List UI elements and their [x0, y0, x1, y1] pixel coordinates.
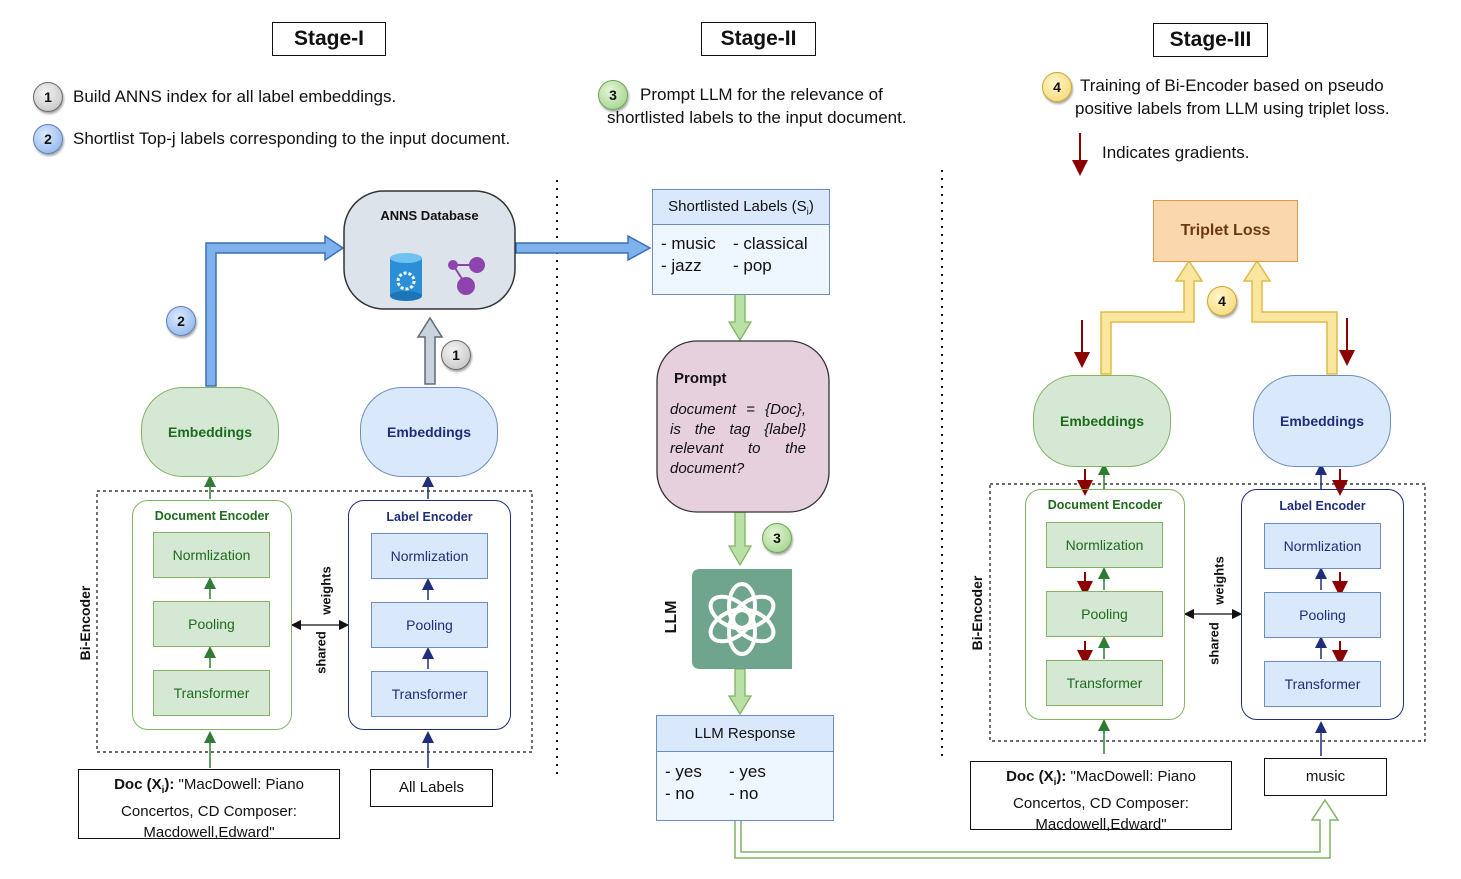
doc-embeddings-1: Embeddings [141, 387, 279, 477]
bi-encoder-frame-1 [96, 490, 533, 753]
input-document-box-1: Doc (Xi): "MacDowell: Piano Concertos, C… [78, 769, 340, 841]
step-2-badge: 2 [33, 124, 63, 154]
doc-line-2: Concertos, CD Composer: [121, 803, 297, 820]
doc-line-1-3: "MacDowell: Piano [1066, 768, 1196, 785]
doc-sub: i [161, 785, 165, 796]
response-1: - yes [665, 762, 702, 781]
label-transformer-layer: Transformer [371, 671, 488, 717]
stage-3-title: Stage-III [1153, 23, 1268, 57]
prompt-body: document = {Doc}, is the tag {label} rel… [670, 401, 806, 477]
index-arrow [416, 316, 444, 385]
label-pool-layer-3: Pooling [1264, 592, 1381, 638]
gradient-legend-text: Indicates gradients. [1102, 143, 1250, 162]
doc-sub-3: i [1053, 777, 1057, 788]
database-icon [390, 253, 422, 301]
llm-label: LLM [663, 600, 680, 634]
doc-pool-layer: Pooling [153, 601, 270, 647]
llm-logo-icon [692, 569, 792, 669]
label-embeddings-1: Embeddings [360, 387, 498, 477]
step-1-text: Build ANNS index for all label embedding… [73, 87, 397, 106]
step-3-diagram-badge: 3 [762, 523, 792, 553]
anns-database-shape [343, 190, 516, 310]
step-4-badge: 4 [1042, 72, 1072, 102]
graph-icon [448, 257, 485, 295]
doc-line-2-3: Concertos, CD Composer: [1013, 795, 1189, 812]
step-2-diagram-badge: 2 [166, 306, 196, 336]
arrow-llm-response [727, 668, 753, 716]
arrow-shortlist-prompt [727, 293, 753, 342]
label-encoder-3: Label Encoder [1241, 489, 1404, 720]
document-encoder-3: Document Encoder [1025, 489, 1185, 720]
triplet-arrow-left [1100, 259, 1204, 375]
doc-norm-layer-3: Normlization [1046, 522, 1163, 568]
doc-key2-3: ): [1056, 768, 1067, 785]
weights-label-3: weights [1211, 556, 1227, 605]
llm-response-header: LLM Response [657, 716, 833, 752]
shared-label-1: shared [313, 631, 329, 674]
prompt-title: Prompt [674, 370, 727, 387]
label-classical: - classical [733, 234, 808, 253]
weights-label-1: weights [318, 566, 334, 615]
shortlisted-labels-box: Shortlisted Labels (Si) - music - classi… [652, 189, 830, 295]
music-label-box: music [1264, 758, 1387, 796]
document-encoder-title-3: Document Encoder [1047, 498, 1163, 512]
arrow-prompt-llm [727, 511, 753, 567]
stage-1-title: Stage-I [272, 22, 386, 56]
doc-key2: ): [164, 776, 175, 793]
step-1-diagram-badge: 1 [441, 340, 471, 370]
bi-encoder-frame-3 [989, 483, 1426, 742]
label-pop: - pop [733, 256, 772, 275]
shared-label-3: shared [1206, 622, 1222, 665]
label-music: - music [661, 234, 716, 253]
all-labels-box: All Labels [370, 769, 493, 807]
label-norm-layer: Normlization [371, 533, 488, 579]
shortlisted-labels-header: Shortlisted Labels (Si) [653, 190, 829, 225]
shortlist-arrow [205, 234, 345, 387]
doc-embeddings-3: Embeddings [1033, 375, 1171, 467]
label-embeddings-3: Embeddings [1253, 375, 1391, 467]
bi-encoder-label-1: Bi-Encoder [77, 585, 93, 661]
label-encoder-title-3: Label Encoder [1279, 499, 1366, 513]
anns-database-label: ANNS Database [380, 208, 479, 223]
step-4-text-a: Training of Bi-Encoder based on pseudo [1080, 76, 1384, 95]
step-3-text-b: shortlisted labels to the input document… [607, 108, 907, 127]
bi-encoder-label-3: Bi-Encoder [969, 575, 985, 651]
document-encoder-1: Document Encoder [132, 500, 292, 730]
input-document-box-3: Doc (Xi): "MacDowell: Piano Concertos, C… [970, 761, 1232, 833]
step-3-badge: 3 [598, 80, 628, 110]
doc-pool-layer-3: Pooling [1046, 591, 1163, 637]
step-4-text-b: positive labels from LLM using triplet l… [1075, 99, 1390, 118]
doc-key: Doc (X [114, 776, 162, 793]
label-encoder-title: Label Encoder [386, 510, 473, 524]
step-3-text-a: Prompt LLM for the relevance of [640, 85, 883, 104]
prompt-shape [656, 340, 830, 513]
label-encoder-1: Label Encoder [348, 500, 511, 730]
label-transformer-layer-3: Transformer [1264, 661, 1381, 707]
stage-2-title: Stage-II [701, 22, 816, 56]
doc-transformer-layer-3: Transformer [1046, 660, 1163, 706]
doc-line-3-3: Macdowell,Edward" [1035, 816, 1167, 833]
step-1-badge: 1 [33, 82, 63, 112]
doc-key-3: Doc (X [1006, 768, 1054, 785]
triplet-loss-box: Triplet Loss [1153, 200, 1298, 262]
response-3: - no [665, 784, 695, 803]
document-encoder-title: Document Encoder [154, 509, 270, 523]
doc-line-3: Macdowell,Edward" [143, 824, 275, 841]
label-norm-layer-3: Normlization [1264, 523, 1381, 569]
doc-line-1: "MacDowell: Piano [174, 776, 304, 793]
step-2-text: Shortlist Top-j labels corresponding to … [73, 129, 511, 148]
step-4-diagram-badge: 4 [1207, 286, 1237, 316]
response-4: - no [729, 784, 759, 803]
response-to-music-connector [734, 798, 1340, 859]
label-pool-layer: Pooling [371, 602, 488, 648]
doc-norm-layer: Normlization [153, 532, 270, 578]
triplet-arrow-right [1242, 259, 1338, 375]
response-2: - yes [729, 762, 766, 781]
doc-transformer-layer: Transformer [153, 670, 270, 716]
anns-to-shortlist-arrow [515, 234, 652, 262]
llm-response-box: LLM Response - yes - yes - no - no [656, 715, 834, 821]
label-jazz: - jazz [661, 256, 702, 275]
